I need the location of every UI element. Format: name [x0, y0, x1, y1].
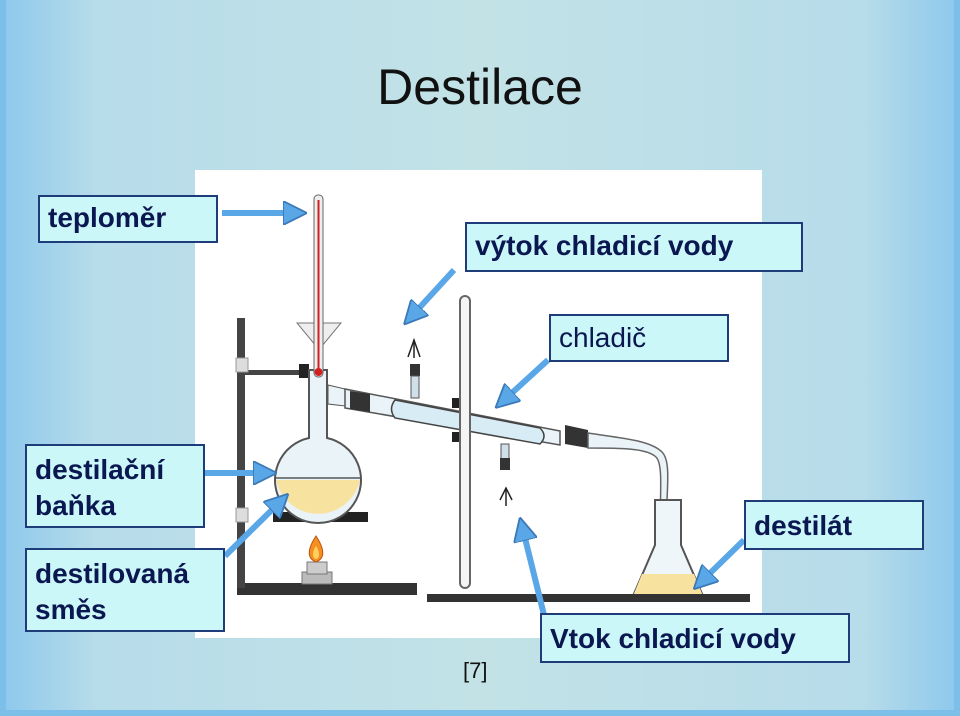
label-water-in: Vtok chladicí vody	[540, 613, 850, 663]
receiving-flask	[631, 499, 705, 597]
stand-rod	[237, 318, 245, 588]
condenser-assembly	[327, 337, 588, 506]
mixture-arrow	[222, 500, 282, 559]
support-rod	[459, 295, 471, 589]
reference-number: [7]	[463, 658, 488, 683]
label-condenser: chladič	[549, 314, 729, 362]
water-in-arrow	[522, 526, 547, 616]
burner	[301, 535, 333, 585]
stand-clamp	[237, 370, 307, 375]
label-mixture: destilovaná směs	[25, 548, 225, 632]
label-thermometer: teploměr	[38, 195, 218, 243]
page-title: Destilace	[377, 59, 583, 115]
water-out-arrow	[410, 267, 457, 318]
label-flask: destilační baňka	[25, 444, 205, 528]
distillation-flask	[274, 322, 362, 524]
distillate-arrow	[700, 537, 747, 583]
label-distillate: destilát	[744, 500, 924, 550]
bench	[427, 594, 750, 602]
label-water-out: výtok chladicí vody	[465, 222, 803, 272]
thermometer	[313, 194, 324, 378]
stand-base	[237, 583, 417, 595]
condenser-arrow	[502, 357, 551, 402]
